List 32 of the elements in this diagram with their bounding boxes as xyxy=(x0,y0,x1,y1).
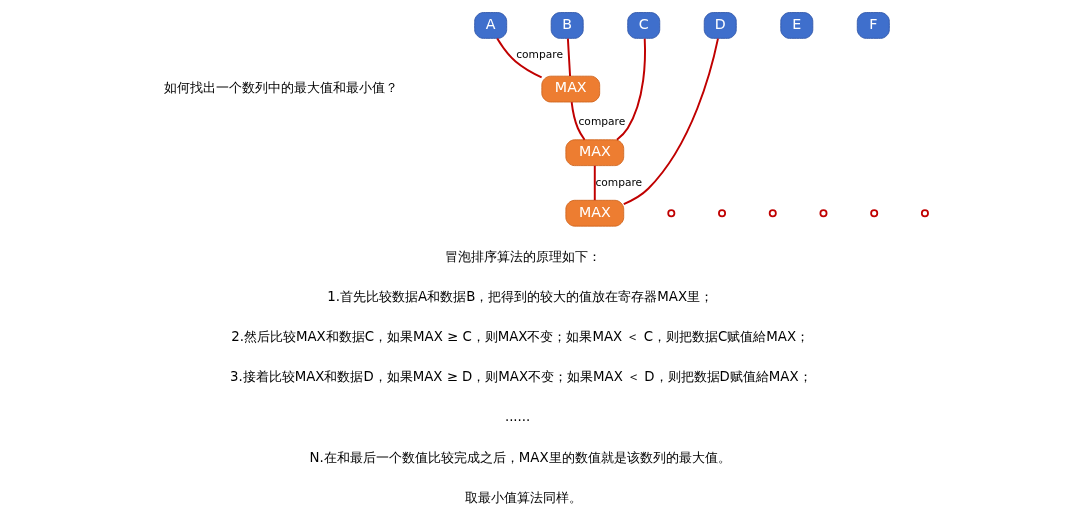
node-circle xyxy=(819,208,827,217)
node-circle xyxy=(768,208,777,217)
node-box: B xyxy=(550,11,584,39)
label: 取最小值算法同样。 xyxy=(464,489,582,505)
connector xyxy=(570,100,586,141)
connector xyxy=(495,37,543,78)
connector xyxy=(622,37,719,205)
node-circle xyxy=(920,208,929,217)
edge-label: compare xyxy=(578,114,625,128)
node-box: A xyxy=(473,11,507,39)
label: 冒泡排序算法的原理如下： xyxy=(444,248,601,264)
node-box: MAX xyxy=(540,75,600,102)
label: 1.首先比较数据A和数据B，把得到的较大的值放在寄存器MAX里； xyxy=(326,288,713,304)
connector xyxy=(566,37,571,77)
node-box: D xyxy=(703,11,737,39)
node-circle xyxy=(717,208,726,217)
node-box: F xyxy=(856,11,890,39)
label: 3.接着比较MAX和数据D，如果MAX ≥ D，则MAX不变；如果MAX ＜ D，则把数据D赋值給MAX； xyxy=(229,368,812,384)
connector xyxy=(615,37,646,141)
node-box: MAX xyxy=(564,138,624,166)
connector xyxy=(593,164,596,201)
label: N.在和最后一个数值比较完成之后，MAX里的数值就是该数列的最大值。 xyxy=(309,449,731,464)
node-circle xyxy=(869,208,878,217)
label: 如何找出一个数列中的最大值和最小值？ xyxy=(163,79,398,95)
label: 2.然后比较MAX和数据C，如果MAX ≥ C，则MAX不变；如果MAX ＜ C，则把数据C赋值給MAX； xyxy=(230,328,809,344)
node-box: MAX xyxy=(564,199,624,227)
node-box: C xyxy=(626,11,660,39)
edge-label: compare xyxy=(515,47,563,61)
label: ...... xyxy=(504,408,530,424)
node-circle xyxy=(666,208,675,217)
node-box: E xyxy=(779,11,813,39)
edge-label: compare xyxy=(594,175,642,189)
